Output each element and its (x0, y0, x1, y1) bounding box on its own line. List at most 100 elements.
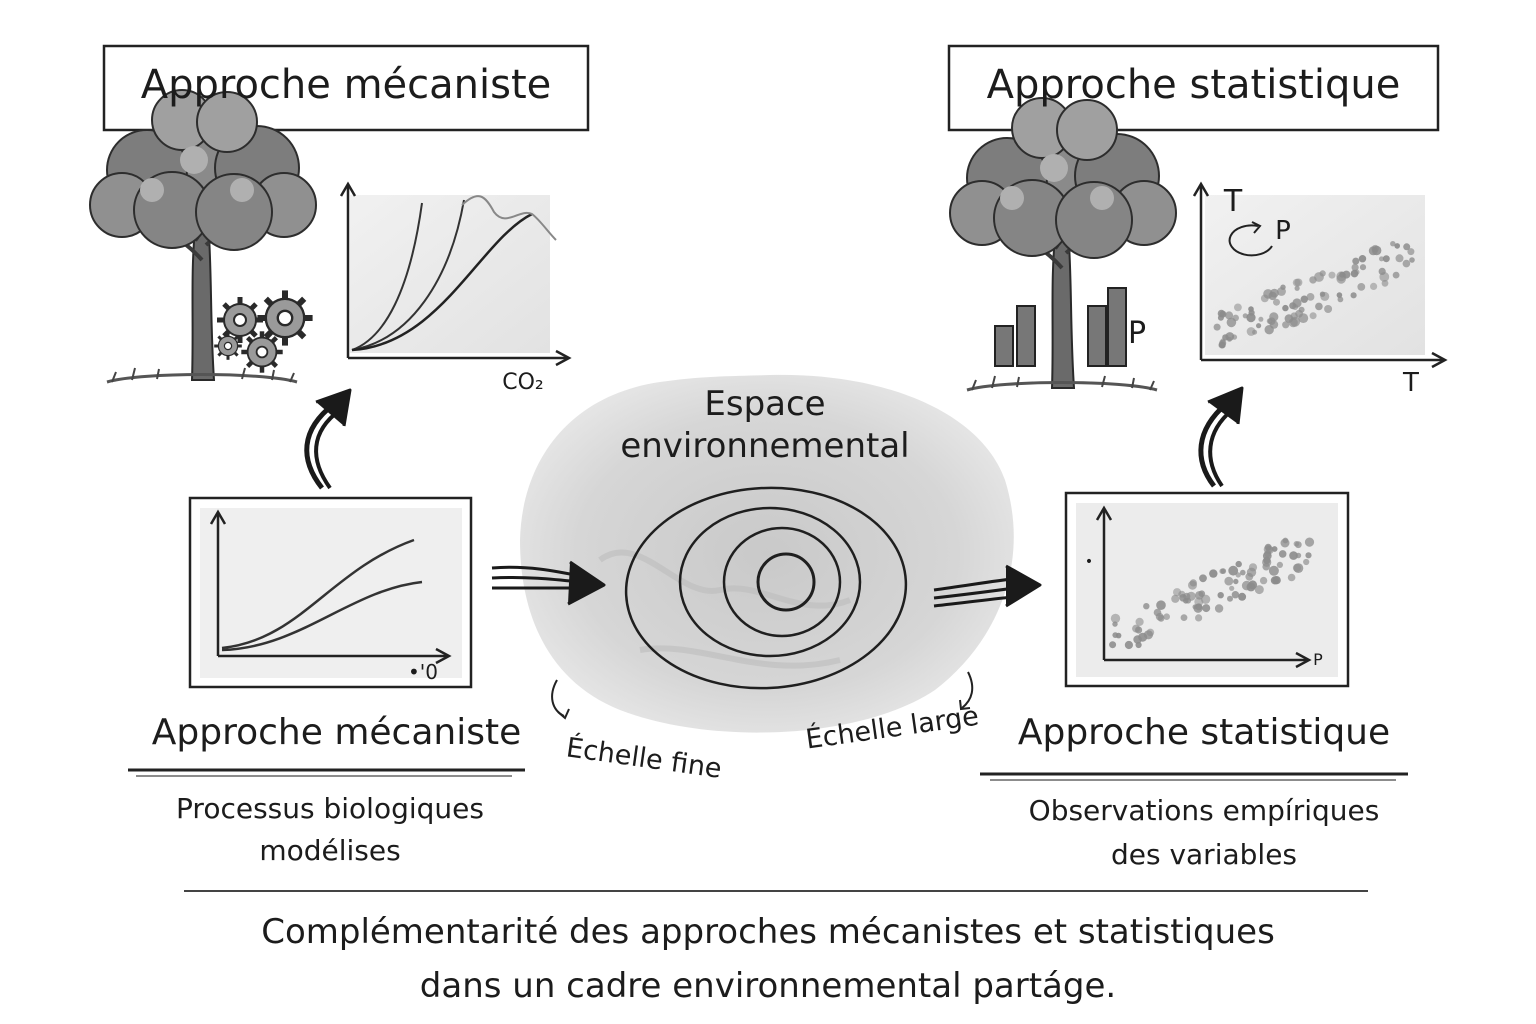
scatter-dot (1304, 537, 1315, 547)
scatter-dot (1195, 591, 1204, 600)
right-top-cycle-label: P (1275, 216, 1291, 246)
scatter-dot (1217, 309, 1226, 318)
scatter-dot (1135, 641, 1142, 649)
caption-line2: dans un cadre environnemental partáge. (419, 966, 1117, 1006)
scatter-dot (1252, 329, 1258, 335)
scatter-dot (1379, 256, 1384, 262)
right-arrow-icon-2 (933, 564, 1042, 608)
scatter-dot (1293, 563, 1304, 573)
scatter-dot (1278, 550, 1287, 558)
scatter-dot (1294, 541, 1302, 549)
right-bottom-chart-ylabel: • (1084, 554, 1094, 570)
scatter-dot (1273, 298, 1280, 306)
scatter-dot (1306, 293, 1315, 301)
scatter-dot (1235, 560, 1242, 568)
scatter-dot (1214, 604, 1224, 613)
right-bottom-chart-xlabel: P (1313, 650, 1323, 669)
scatter-dot (1231, 334, 1238, 340)
scatter-dot (1358, 255, 1367, 263)
scatter-dot (1282, 321, 1290, 329)
scatter-dot (1303, 558, 1310, 566)
scatter-dot (1289, 551, 1298, 560)
scatter-dot (1324, 305, 1333, 313)
scatter-dot (1381, 279, 1389, 287)
scatter-dot (1287, 573, 1296, 582)
scatter-dot (1359, 264, 1367, 271)
scatter-dot (1264, 543, 1272, 551)
scatter-dot (1284, 314, 1294, 323)
scatter-dot (1270, 288, 1279, 298)
scatter-dot (1277, 287, 1286, 296)
bar-chart-label: P (1127, 316, 1147, 351)
center-title-line1: Espace (704, 384, 826, 424)
scatter-dot (1245, 572, 1254, 581)
scatter-dot (1233, 578, 1239, 585)
scatter-dot (1292, 298, 1302, 308)
scatter-dot (1157, 614, 1165, 622)
scatter-dot (1409, 257, 1415, 263)
scatter-dot (1395, 254, 1404, 263)
scatter-dot (1213, 323, 1221, 331)
scatter-dot (1305, 552, 1312, 559)
scatter-dot (1276, 561, 1283, 569)
scatter-dot (1337, 296, 1344, 303)
scatter-dot (1217, 592, 1224, 599)
scatter-dot (1242, 313, 1248, 319)
scatter-dot (1270, 576, 1279, 585)
scatter-dot (1328, 271, 1336, 279)
scatter-dot (1231, 591, 1240, 599)
scatter-dot (1336, 292, 1343, 298)
scatter-dot (1392, 271, 1400, 279)
left-bottom-chart-xlabel: •'0 (407, 660, 439, 684)
scatter-dot (1300, 295, 1309, 303)
right-header-text: Approche statistique (986, 62, 1401, 108)
left-top-chart (339, 181, 572, 367)
scatter-dot (1186, 591, 1196, 601)
bar-chart-icon (994, 287, 1127, 367)
scatter-dot (1225, 311, 1234, 320)
scatter-dot (1171, 594, 1180, 603)
scatter-dot (1292, 278, 1301, 287)
scatter-dot (1143, 603, 1150, 610)
scatter-dot (1390, 241, 1396, 247)
right-title: Approche statistique (1017, 712, 1391, 753)
right-top-chart (1192, 181, 1448, 369)
scatter-dot (1315, 302, 1323, 311)
cycle-arrow-icon (1228, 221, 1273, 257)
scatter-dot (1336, 271, 1347, 282)
scatter-dot (1309, 312, 1317, 320)
left-description-line1: Processus biologiques (176, 792, 484, 825)
scatter-dot (1229, 585, 1235, 591)
scatter-dot (1350, 269, 1359, 278)
scatter-dot (1282, 304, 1289, 312)
scatter-dot (1248, 580, 1258, 590)
scatter-dot (1254, 585, 1264, 595)
scatter-dot (1109, 641, 1117, 649)
scatter-dot (1173, 588, 1182, 597)
scatter-dot (1156, 600, 1166, 610)
left-description-line2: modélises (259, 834, 401, 867)
scatter-dot (1234, 303, 1242, 312)
scatter-dot (1351, 263, 1359, 271)
scatter-dot (1163, 613, 1170, 620)
left-top-chart-xlabel: CO₂ (502, 370, 544, 395)
scatter-dot (1222, 334, 1229, 341)
scatter-dot (1402, 259, 1411, 268)
scatter-dot (1259, 576, 1268, 585)
right-bottom-chart (1064, 491, 1350, 688)
scatter-dot (1378, 267, 1386, 275)
scatter-dot (1268, 565, 1279, 576)
scatter-dot (1256, 323, 1262, 329)
scatter-dot (1209, 569, 1218, 578)
scatter-dot (1280, 538, 1290, 548)
scatter-dot (1199, 574, 1207, 583)
scatter-dot (1238, 592, 1247, 601)
right-top-chart-xlabel: T (1403, 368, 1419, 398)
scatter-dot (1124, 640, 1133, 650)
right-description-line2: des variables (1110, 838, 1298, 871)
right-top-chart-ylabel: T (1223, 184, 1243, 219)
scatter-dot (1357, 283, 1366, 291)
scatter-dot (1227, 595, 1233, 602)
left-title: Approche mécaniste (151, 712, 522, 753)
